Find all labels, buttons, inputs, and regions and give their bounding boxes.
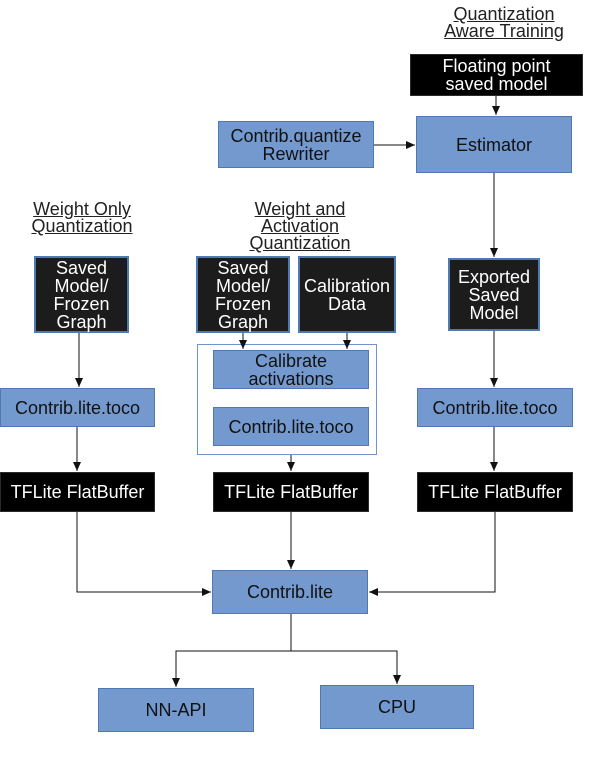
- tflite-flatbuffer-middle-node: TFLite FlatBuffer: [213, 472, 369, 512]
- arrow-contrib-lite-to-cpu: [291, 650, 401, 684]
- tflite-flatbuffer-left-node: TFLite FlatBuffer: [0, 472, 155, 512]
- toco-right-node: Contrib.lite.toco: [417, 388, 573, 427]
- cpu-node: CPU: [320, 685, 474, 729]
- quantize-rewriter-node: Contrib.quantize Rewriter: [218, 121, 374, 168]
- calibration-data-node: Calibration Data: [298, 256, 396, 333]
- arrow-flat-right-to-contrib-lite: [369, 512, 496, 596]
- saved-model-frozen-graph-left-node: Saved Model/ Frozen Graph: [34, 256, 129, 333]
- qat-heading: Quantization Aware Training: [444, 4, 564, 41]
- arrow-contrib-lite-to-nnapi: [172, 614, 292, 687]
- arrow-flat-left-to-contrib-lite: [76, 512, 211, 596]
- saved-model-frozen-graph-middle-node: Saved Model/ Frozen Graph: [196, 256, 290, 333]
- floating-point-model-node: Floating point saved model: [410, 54, 583, 96]
- toco-left-node: Contrib.lite.toco: [0, 388, 155, 427]
- exported-saved-model-node: Exported Saved Model: [448, 258, 540, 331]
- contrib-lite-node: Contrib.lite: [212, 570, 368, 614]
- estimator-node: Estimator: [416, 116, 572, 173]
- nn-api-node: NN-API: [98, 688, 254, 732]
- toco-middle-node: Contrib.lite.toco: [213, 407, 369, 446]
- tflite-flatbuffer-right-node: TFLite FlatBuffer: [417, 472, 573, 512]
- calibrate-activations-node: Calibrate activations: [213, 350, 369, 389]
- weight-only-heading: Weight Only Quantization: [31, 199, 133, 236]
- weight-activation-heading: Weight and Activation Quantization: [249, 199, 351, 253]
